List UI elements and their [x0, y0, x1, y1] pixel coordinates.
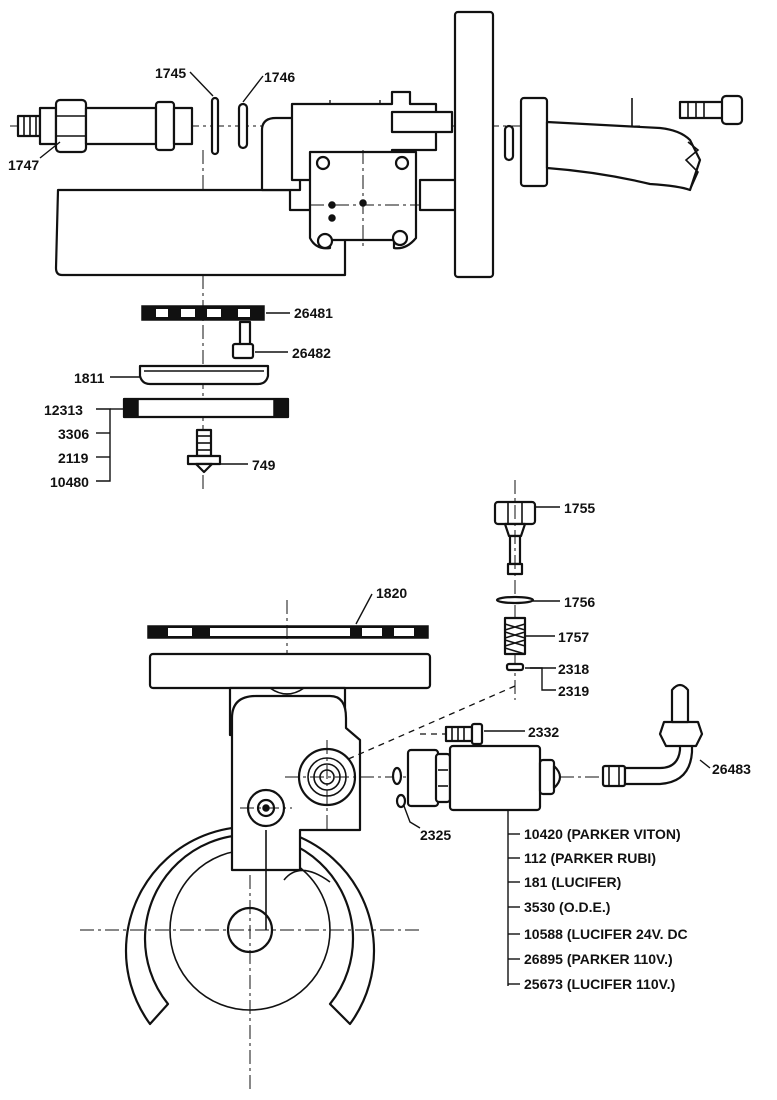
fitting-1747 [16, 98, 194, 154]
body-plate [54, 100, 381, 277]
seal-12313 [122, 397, 290, 419]
label-1811: 1811 [74, 370, 105, 386]
o-ring-1746 [237, 102, 249, 150]
label-26481: 26481 [294, 305, 333, 321]
valve-option-4: 3530 (O.D.E.) [524, 899, 610, 915]
label-3306: 3306 [58, 426, 89, 442]
valve-option-6: 26895 (PARKER 110V.) [524, 951, 673, 967]
screw-2332 [420, 722, 484, 746]
label-1756: 1756 [564, 594, 595, 610]
label-1745: 1745 [155, 65, 186, 81]
fitting-26483 [601, 683, 704, 788]
washer-1745 [210, 96, 220, 156]
screw-749 [186, 428, 222, 474]
label-1757: 1757 [558, 629, 589, 645]
label-2119: 2119 [58, 450, 89, 466]
gasket-26481 [141, 305, 265, 321]
part-labels: 1745 1746 1747 26481 26482 1811 12313 33… [8, 65, 751, 992]
label-10480: 10480 [50, 474, 89, 490]
valve-option-5: 10588 (LUCIFER 24V. DC [524, 926, 688, 942]
label-1747: 1747 [8, 157, 39, 173]
valve-option-3: 181 (LUCIFER) [524, 874, 621, 890]
filter-1757 [503, 616, 527, 656]
ring-1756 [495, 595, 535, 605]
label-26482: 26482 [292, 345, 331, 361]
label-2332: 2332 [528, 724, 559, 740]
lower-assembly [80, 480, 704, 1090]
solenoid-valve [406, 744, 562, 812]
square-flange [308, 150, 420, 250]
outlet-flange [519, 96, 549, 188]
label-749: 749 [252, 457, 276, 473]
hose [545, 120, 702, 192]
mounting-plate [453, 10, 495, 279]
label-26483: 26483 [712, 761, 751, 777]
label-2319: 2319 [558, 683, 589, 699]
valve-option-1: 10420 (PARKER VITON) [524, 826, 681, 842]
label-2318: 2318 [558, 661, 589, 677]
screw-26482 [231, 320, 255, 360]
label-1820: 1820 [376, 585, 407, 601]
label-1746: 1746 [264, 69, 295, 85]
bolt-top-right [631, 94, 744, 126]
valve-option-2: 112 (PARKER RUBI) [524, 850, 656, 866]
label-1755: 1755 [564, 500, 595, 516]
washer-2318 [505, 662, 525, 672]
caster-top-plate [148, 652, 432, 690]
label-12313: 12313 [44, 402, 83, 418]
leader-lines [39, 71, 711, 986]
slot-pin [503, 124, 515, 162]
o-ring-2325-a [391, 766, 403, 786]
upper-assembly [10, 10, 744, 490]
o-ring-2325-b [395, 793, 407, 809]
cover-1811 [138, 364, 270, 386]
label-2325: 2325 [420, 827, 451, 843]
plate-1820 [147, 625, 429, 639]
valve-option-7: 25673 (LUCIFER 110V.) [524, 976, 675, 992]
